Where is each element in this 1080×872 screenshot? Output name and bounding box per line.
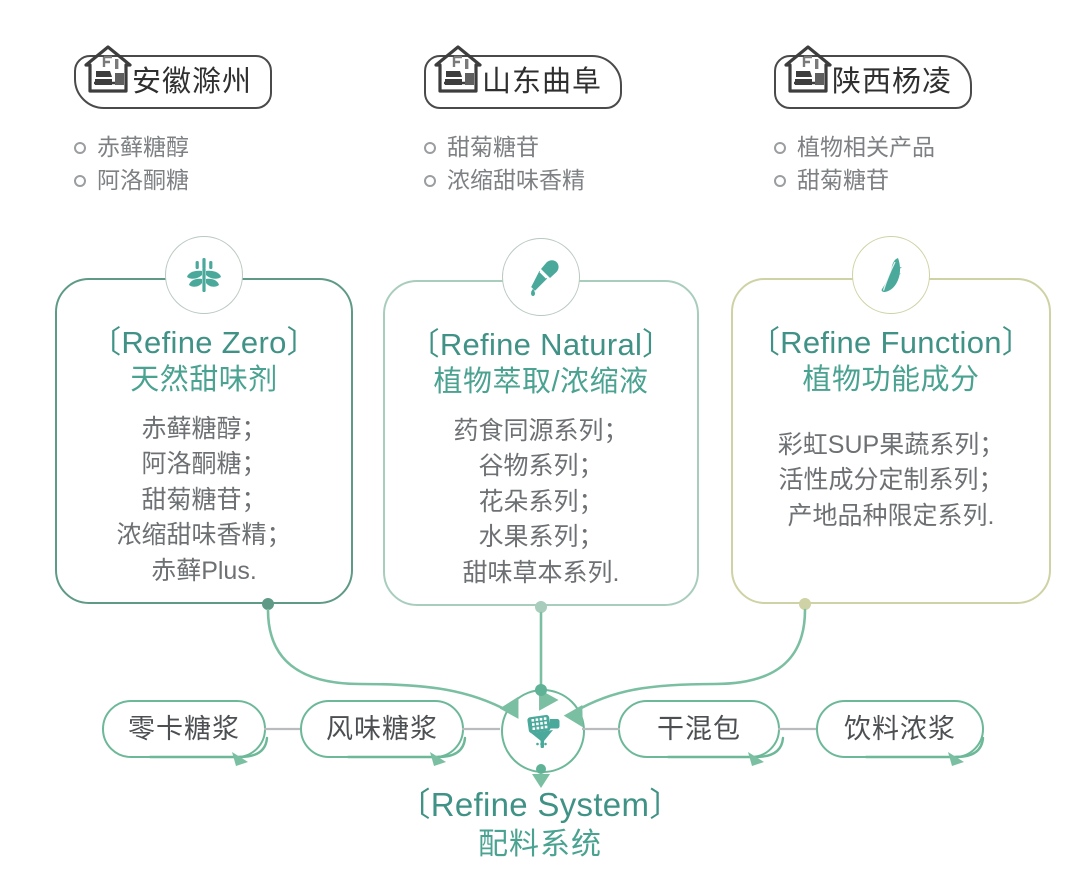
card-title-cn: 植物功能成分: [802, 363, 980, 396]
region-list-item: 甜菊糖苷: [774, 164, 972, 197]
system-title-cn: 配料系统: [478, 827, 602, 861]
card-line: 水果系列；: [478, 523, 604, 552]
bullet-icon: [774, 175, 786, 188]
bullet-icon: [424, 141, 436, 154]
region-list-item: 赤藓糖醇: [74, 131, 272, 164]
card-line: 产地品种限定系列.: [787, 501, 995, 530]
wheat-icon: [187, 258, 221, 292]
bullet-icon: [74, 141, 86, 154]
card-line: 甜味草本系列.: [462, 558, 620, 587]
pill-zero-cal-syrup[interactable]: 零卡糖浆: [102, 700, 266, 758]
region-item-label: 赤藓糖醇: [97, 134, 189, 160]
center-system-node[interactable]: [501, 689, 585, 773]
card-title-cn: 植物萃取/浓缩液: [433, 365, 649, 398]
region-block-1: 山东曲阜 甜菊糖苷 浓缩甜味香精: [424, 45, 623, 198]
factory-icon: [434, 45, 482, 93]
region-name-2: 陕西杨凌: [832, 65, 953, 98]
system-title-en: 〔Refine System〕: [397, 786, 683, 823]
region-list-item: 植物相关产品: [774, 131, 972, 164]
card-title-en: 〔Refine Zero〕: [90, 325, 318, 360]
region-list-item: 阿洛酮糖: [74, 164, 272, 197]
region-block-0: 安徽滁州 赤藓糖醇 阿洛酮糖: [74, 45, 273, 198]
pill-label: 干混包: [657, 713, 741, 744]
card-icon-badge: [502, 238, 580, 316]
pill-beverage-concentrate[interactable]: 饮料浓浆: [816, 700, 984, 758]
product-card-refine-natural[interactable]: 〔Refine Natural〕 植物萃取/浓缩液 药食同源系列； 谷物系列； …: [383, 238, 699, 606]
region-badge-2[interactable]: 陕西杨凌: [774, 45, 973, 109]
pill-label: 饮料浓浆: [844, 713, 956, 744]
feather-leaf-icon: [881, 258, 902, 292]
card-line: 阿洛酮糖；: [141, 450, 267, 479]
region-list-item: 甜菊糖苷: [424, 131, 622, 164]
dropper-icon: [531, 260, 559, 296]
region-item-label: 甜菊糖苷: [447, 134, 539, 160]
bullet-icon: [774, 141, 786, 154]
card-line: 浓缩甜味香精；: [116, 521, 292, 550]
product-card-refine-zero[interactable]: 〔Refine Zero〕 天然甜味剂 赤藓糖醇； 阿洛酮糖； 甜菊糖苷； 浓缩…: [55, 236, 353, 604]
region-badge-0[interactable]: 安徽滁州: [74, 45, 273, 109]
pill-label: 零卡糖浆: [128, 713, 240, 744]
card-line: 赤藓糖醇；: [141, 414, 267, 443]
region-list-item: 浓缩甜味香精: [424, 164, 622, 197]
card-line: 花朵系列；: [478, 487, 604, 516]
pill-dry-mix-pack[interactable]: 干混包: [618, 700, 780, 758]
card-title-en: 〔Refine Natural〕: [408, 327, 674, 362]
card-line-list: 药食同源系列； 谷物系列； 花朵系列； 水果系列； 甜味草本系列.: [453, 414, 628, 592]
system-title-block: 〔Refine System〕 配料系统: [0, 786, 1080, 863]
factory-icon: [84, 45, 132, 93]
card-line: 药食同源系列；: [453, 416, 629, 445]
card-line-list: 彩虹SUP果蔬系列； 活性成分定制系列； 产地品种限定系列.: [778, 428, 1004, 535]
card-title-cn: 天然甜味剂: [130, 363, 278, 396]
card-line: 谷物系列；: [478, 452, 604, 481]
card-title-en: 〔Refine Function〕: [748, 325, 1034, 360]
factory-icon: [784, 45, 832, 93]
bullet-icon: [424, 175, 436, 188]
card-line: 甜菊糖苷；: [141, 485, 267, 514]
card-icon-badge: [165, 236, 243, 314]
region-item-label: 阿洛酮糖: [97, 167, 189, 194]
card-line: 彩虹SUP果蔬系列；: [777, 430, 1005, 459]
region-badge-1[interactable]: 山东曲阜: [424, 45, 623, 109]
region-name-0: 安徽滁州: [132, 65, 253, 98]
region-item-label: 植物相关产品: [797, 134, 935, 160]
product-card-refine-function[interactable]: 〔Refine Function〕 植物功能成分 彩虹SUP果蔬系列； 活性成分…: [731, 236, 1051, 604]
pill-label: 风味糖浆: [326, 713, 438, 744]
region-item-label: 甜菊糖苷: [797, 167, 889, 194]
bullet-icon: [74, 175, 86, 188]
region-item-list-2: 植物相关产品 甜菊糖苷: [774, 131, 972, 198]
region-name-1: 山东曲阜: [482, 65, 603, 98]
region-item-list-0: 赤藓糖醇 阿洛酮糖: [74, 131, 272, 198]
region-item-list-1: 甜菊糖苷 浓缩甜味香精: [424, 131, 622, 198]
card-line: 活性成分定制系列；: [778, 466, 1004, 495]
region-item-label: 浓缩甜味香精: [447, 167, 585, 194]
card-line-list: 赤藓糖醇； 阿洛酮糖； 甜菊糖苷； 浓缩甜味香精； 赤藓Plus.: [116, 412, 291, 590]
card-line: 赤藓Plus.: [151, 556, 257, 585]
dispenser-icon: [527, 714, 560, 748]
region-block-2: 陕西杨凌 植物相关产品 甜菊糖苷: [774, 45, 973, 198]
pill-flavored-syrup[interactable]: 风味糖浆: [300, 700, 464, 758]
card-icon-badge: [852, 236, 930, 314]
